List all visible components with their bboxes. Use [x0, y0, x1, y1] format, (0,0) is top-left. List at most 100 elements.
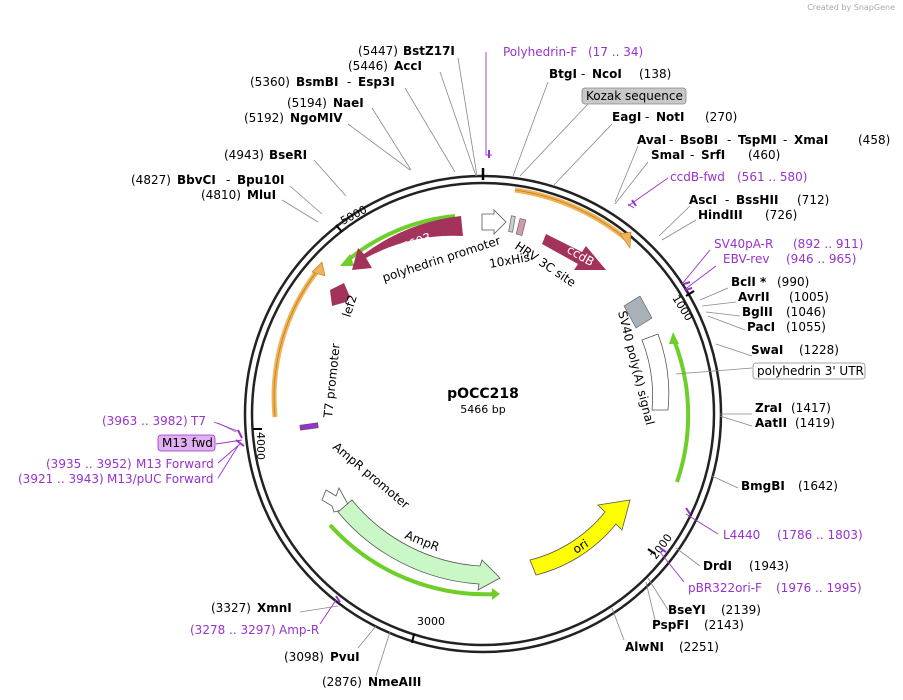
drdi-name: DrdI — [703, 559, 732, 573]
t7-range: (3963 .. 3982) — [102, 414, 188, 428]
lef2-feature — [330, 283, 350, 306]
m13puc-range: (3921 .. 3943) — [18, 472, 104, 486]
naei-pos: (5194) — [287, 96, 327, 110]
tick-label-4000: 4000 — [254, 432, 267, 460]
sv40par-name: SV40pA-R — [714, 237, 773, 251]
mlui-pos: (4810) — [201, 188, 241, 202]
snapgene-watermark: Created by SnapGene — [807, 3, 895, 12]
avrii-pos: (1005) — [789, 290, 829, 304]
asci-dash: - — [725, 193, 729, 207]
ebvrev-name: EBV-rev — [723, 252, 769, 266]
hrv-box — [515, 218, 527, 236]
pspfi-pos: (2143) — [704, 618, 744, 632]
drdi-pos: (1943) — [749, 559, 789, 573]
primer-marks — [235, 150, 693, 603]
smai-dash: - — [690, 148, 694, 162]
avrii-name: AvrII — [738, 290, 770, 304]
hindiii-name: HindIII — [698, 208, 743, 222]
bmgbi-pos: (1642) — [798, 479, 838, 493]
alwni-pos: (2251) — [679, 640, 719, 654]
bbvci-name: BbvCI — [177, 173, 216, 187]
plasmid-size: 5466 bp — [460, 403, 505, 416]
tick-2000 — [647, 548, 656, 555]
m13forward-range: (3935 .. 3952) — [46, 457, 132, 471]
l4440-name: L4440 — [723, 528, 760, 542]
tick-label-3000: 3000 — [417, 615, 445, 628]
avai-dash1: - — [669, 133, 673, 147]
aatii-pos: (1419) — [795, 416, 835, 430]
bmgbi-name: BmgBI — [741, 479, 785, 493]
bcli-pos: (990) — [777, 275, 809, 289]
bsobi-name: BsoBI — [680, 133, 718, 147]
orange-arc-right-head — [619, 231, 632, 249]
bsshii-name: BssHII — [736, 193, 778, 207]
avai-name: AvaI — [637, 133, 666, 147]
paci-pos: (1055) — [786, 320, 826, 334]
m13fwd-label: M13 fwd — [162, 436, 213, 450]
zrai-name: ZraI — [755, 401, 782, 415]
bseyi-name: BseYI — [668, 603, 706, 617]
avai-dash2: - — [727, 133, 731, 147]
smai-pos: (460) — [748, 148, 780, 162]
pvui-name: PvuI — [330, 650, 360, 664]
paci-name: PacI — [747, 320, 775, 334]
pspfi-name: PspFI — [652, 618, 689, 632]
his-tag-box — [508, 215, 516, 233]
lef2-label: lef2 — [340, 293, 360, 319]
ngomiv-name: NgoMIV — [290, 111, 343, 125]
m13puc-name: M13/pUC Forward — [107, 472, 214, 486]
eagi-dash: - — [645, 110, 649, 124]
alwni-name: AlwNI — [625, 640, 664, 654]
tspmi-name: TspMI — [738, 133, 777, 147]
avai-dash3: - — [783, 133, 787, 147]
polhf-name: Polyhedrin-F — [503, 45, 577, 59]
green-arc-right-head — [669, 332, 679, 344]
ngomiv-pos: (5192) — [244, 111, 284, 125]
esp3i-name: Esp3I — [358, 75, 395, 89]
green-arc-top-head — [340, 254, 354, 266]
ncoi-name: NcoI — [592, 67, 622, 81]
ebvrev-range: (946 .. 965) — [786, 252, 856, 266]
t7-name: T7 — [190, 414, 206, 428]
ampr-r-name: Amp-R — [279, 623, 319, 637]
mlui-name: MluI — [247, 188, 276, 202]
orf603-feature — [352, 216, 463, 270]
m13fwd-box — [157, 434, 216, 452]
white-arrow-top — [481, 209, 507, 235]
orange-arc-left-head — [311, 261, 326, 277]
btgi-dash: - — [581, 67, 585, 81]
bbvci-pos: (4827) — [131, 173, 171, 187]
ori-feature — [529, 499, 631, 576]
tick-3000 — [411, 633, 415, 644]
polh3utr-box — [752, 362, 866, 380]
bstz17i-name: BstZ17I — [403, 44, 455, 58]
bstz17i-pos: (5447) — [358, 44, 398, 58]
bsmbi-dash: - — [347, 75, 351, 89]
bseri-pos: (4943) — [224, 148, 264, 162]
tick-1000 — [685, 290, 695, 297]
nmeaiii-pos: (2876) — [322, 675, 362, 689]
green-arc-right — [672, 339, 691, 483]
acci-pos: (5446) — [348, 59, 388, 73]
polh-3utr-feature — [641, 333, 670, 411]
eagi-name: EagI — [612, 110, 641, 124]
nmeaiii-name: NmeAIII — [368, 675, 421, 689]
bcli-name: BclI * — [731, 275, 767, 289]
kozak-label: Kozak sequence — [586, 89, 683, 103]
polhf-range: (17 .. 34) — [588, 45, 643, 59]
bseri-name: BseRI — [269, 148, 307, 162]
bseyi-pos: (2139) — [721, 603, 761, 617]
connector-lines — [217, 57, 753, 677]
sv40-grey-box — [623, 295, 653, 329]
t7-promoter-label: T7 promoter — [321, 343, 343, 420]
btgi-pos: (138) — [639, 67, 671, 81]
smai-name: SmaI — [651, 148, 685, 162]
ccdbfwd-range: (561 .. 580) — [737, 170, 807, 184]
hindiii-pos: (726) — [765, 208, 797, 222]
bsmbi-name: BsmBI — [296, 75, 338, 89]
bglii-pos: (1046) — [786, 305, 826, 319]
aatii-name: AatII — [755, 416, 787, 430]
plasmid-name: pOCC218 — [447, 386, 519, 402]
polh3utr-label: polyhedrin 3' UTR — [757, 364, 864, 378]
orange-arc-left — [271, 268, 320, 418]
